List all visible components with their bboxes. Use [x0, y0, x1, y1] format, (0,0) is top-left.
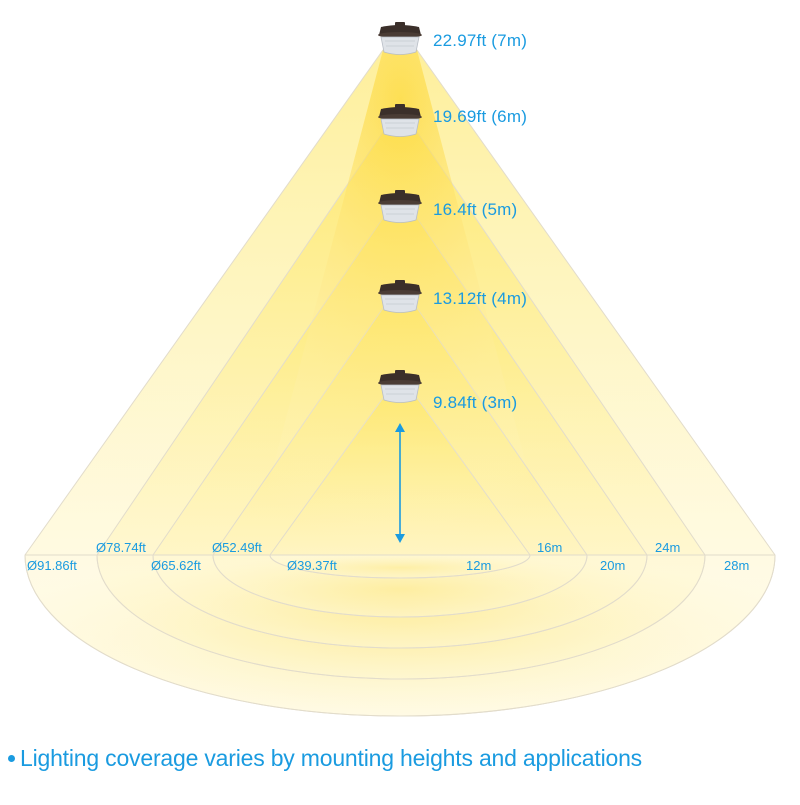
height-label-3m: 9.84ft (3m): [433, 393, 518, 412]
light-fixture-icon: [378, 190, 422, 223]
caption: Lighting coverage varies by mounting hei…: [8, 745, 642, 772]
coverage-label-12m: 12m: [466, 558, 492, 573]
height-label-6m: 19.69ft (6m): [433, 107, 528, 126]
height-label-4m: 13.12ft (4m): [433, 289, 528, 308]
diameter-label-24m: Ø78.74ft: [96, 540, 146, 555]
light-fixture-icon: [378, 22, 422, 55]
coverage-label-20m: 20m: [600, 558, 626, 573]
height-arrow-icon: [395, 423, 405, 543]
coverage-label-28m: 28m: [724, 558, 750, 573]
diameter-label-28m: Ø91.86ft: [27, 558, 77, 573]
height-label-5m: 16.4ft (5m): [433, 200, 518, 219]
caption-text: Lighting coverage varies by mounting hei…: [20, 745, 642, 771]
coverage-label-16m: 16m: [537, 540, 563, 555]
height-label-7m: 22.97ft (7m): [433, 31, 528, 50]
diameter-label-12m: Ø39.37ft: [287, 558, 337, 573]
light-fixture-icon: [378, 104, 422, 137]
coverage-label-24m: 24m: [655, 540, 681, 555]
light-fixture-icon: [378, 280, 422, 313]
diameter-label-16m: Ø52.49ft: [212, 540, 262, 555]
fixtures: [378, 22, 422, 403]
diameter-label-20m: Ø65.62ft: [151, 558, 201, 573]
light-fixture-icon: [378, 370, 422, 403]
bullet-icon: [8, 754, 15, 762]
